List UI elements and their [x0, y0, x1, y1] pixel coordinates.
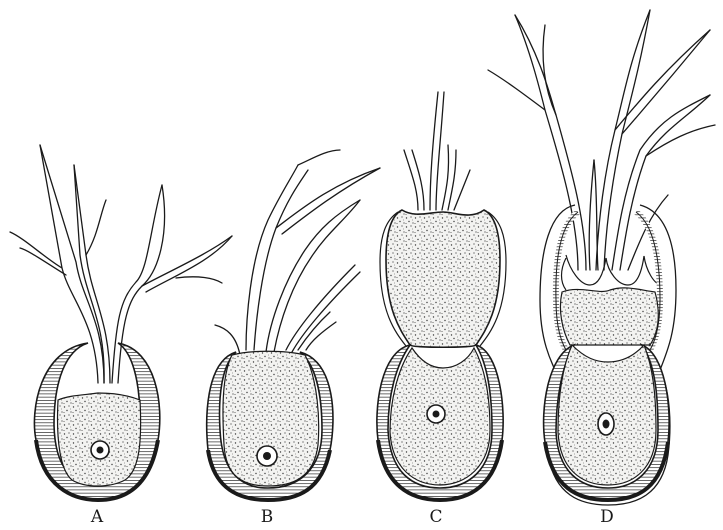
stage-c: C — [377, 92, 506, 527]
nucleus-a — [91, 441, 109, 459]
nucleus-c — [427, 405, 445, 423]
filaments-d — [488, 10, 715, 270]
panel-label-a: A — [90, 507, 104, 527]
nucleus-d — [598, 413, 614, 435]
chambers-d — [562, 255, 663, 290]
upper-protoplasm-d — [560, 288, 658, 345]
upper-vesicle-c — [386, 210, 500, 347]
nucleus-b — [257, 446, 277, 466]
panel-label-d: D — [600, 507, 614, 527]
stage-d: D — [488, 10, 715, 527]
filaments-b — [215, 150, 380, 355]
filaments-a — [10, 145, 232, 383]
panel-label-c: C — [429, 507, 442, 527]
protoplasm-a — [58, 393, 141, 486]
stage-a: A — [10, 145, 232, 527]
stage-b: B — [207, 150, 380, 527]
panel-label-b: B — [261, 507, 274, 527]
filaments-c — [404, 92, 470, 210]
